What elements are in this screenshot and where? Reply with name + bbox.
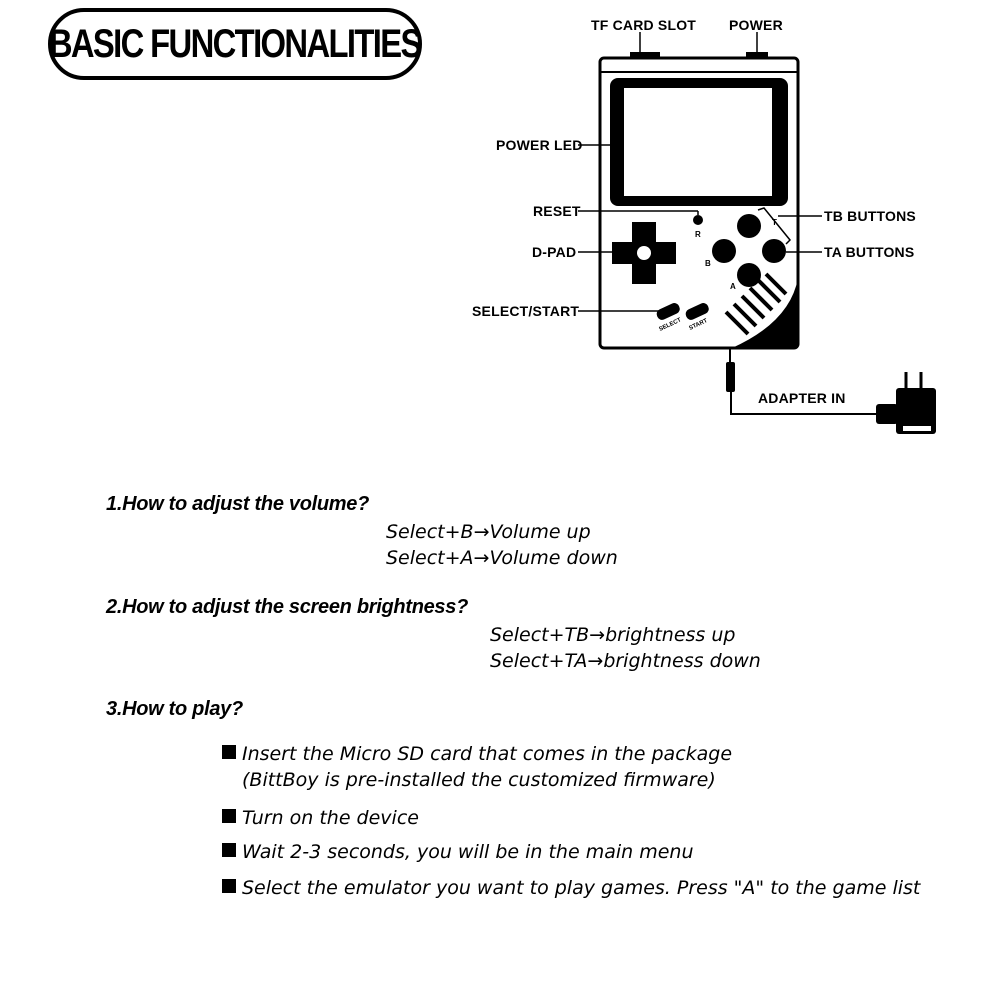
tf-card-slot-label: TF CARD SLOT <box>591 17 697 33</box>
volume-down-line: Select+A→Volume down <box>386 547 618 569</box>
tf-card-slot <box>630 52 660 59</box>
power-led-label: POWER LED <box>496 137 583 153</box>
start-button <box>685 303 709 320</box>
list-item-text: Select the emulator you want to play gam… <box>242 877 921 899</box>
section-volume-heading: 1.How to adjust the volume? <box>106 493 370 515</box>
d-pad-label: D-PAD <box>532 244 577 260</box>
list-item-text: Insert the Micro SD card that comes in t… <box>242 743 733 791</box>
list-item: Wait 2-3 seconds, you will be in the mai… <box>222 839 694 865</box>
adapter-plug <box>876 372 936 434</box>
page-title: BASIC FUNCTIONALITIES <box>49 21 423 66</box>
reset-letter: R <box>695 230 701 239</box>
device-diagram: R B A T SELECT START <box>578 32 936 434</box>
title-pill: BASIC FUNCTIONALITIES <box>48 8 423 80</box>
t-letter: T <box>772 218 777 227</box>
bullet-square <box>222 745 236 759</box>
list-item: Select the emulator you want to play gam… <box>222 875 920 901</box>
a-letter: A <box>730 282 736 291</box>
list-item: Insert the Micro SD card that comes in t… <box>222 741 732 793</box>
speaker-corner <box>732 278 798 348</box>
tb-buttons-label: TB BUTTONS <box>824 208 916 224</box>
b-letter: B <box>705 259 711 268</box>
tb-button-top <box>737 214 761 238</box>
section-brightness-heading: 2.How to adjust the screen brightness? <box>106 596 468 618</box>
power-switch <box>746 52 768 59</box>
d-pad-center <box>637 246 651 260</box>
power-led-icon <box>616 136 621 151</box>
brightness-up-line: Select+TB→brightness up <box>490 624 736 646</box>
list-item-text: Wait 2-3 seconds, you will be in the mai… <box>242 841 694 863</box>
b-button <box>712 239 736 263</box>
list-item: Turn on the device <box>222 805 419 831</box>
adapter-in-label: ADAPTER IN <box>758 390 846 406</box>
leader-lines <box>578 32 822 312</box>
adapter-jack <box>726 362 735 392</box>
brightness-down-line: Select+TA→brightness down <box>490 650 761 672</box>
bullet-square <box>222 809 236 823</box>
list-item-text: Turn on the device <box>242 807 419 829</box>
section-play-heading: 3.How to play? <box>106 698 243 720</box>
bullet-square <box>222 843 236 857</box>
ta-button-right <box>762 239 786 263</box>
reset-button <box>693 215 703 225</box>
a-button <box>737 263 761 287</box>
ta-buttons-label: TA BUTTONS <box>824 244 915 260</box>
power-label: POWER <box>729 17 783 33</box>
adapter-cable <box>730 392 880 415</box>
volume-up-line: Select+B→Volume up <box>386 521 591 543</box>
t-bracket <box>757 207 792 245</box>
screen <box>624 88 772 196</box>
bullet-square <box>222 879 236 893</box>
select-start-label: SELECT/START <box>472 303 580 319</box>
speaker-grille <box>724 272 788 336</box>
select-button <box>656 303 680 320</box>
reset-label: RESET <box>533 203 581 219</box>
